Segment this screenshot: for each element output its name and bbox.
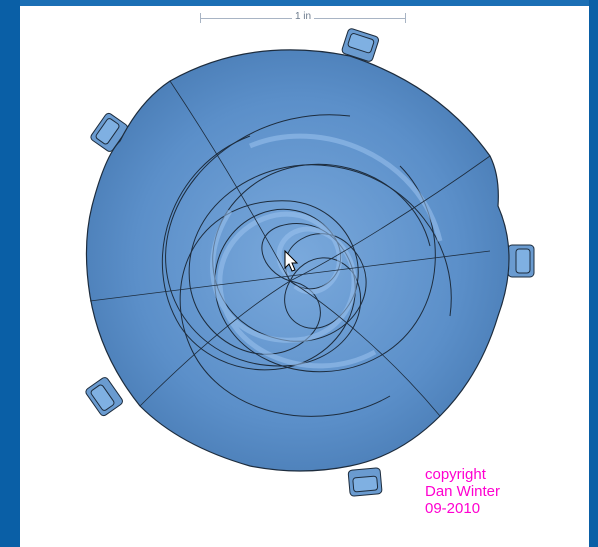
spiral-model-render[interactable] <box>20 6 589 547</box>
copyright-line-2: Dan Winter <box>425 483 501 500</box>
scale-bar: 1 in <box>200 11 406 23</box>
disc-tab-bottom-left <box>85 377 123 417</box>
cad-viewport[interactable]: 1 in <box>20 6 589 547</box>
spiral-highlights <box>210 133 443 369</box>
disc-tabs <box>85 28 535 497</box>
disc-tab-right <box>507 244 535 278</box>
radial-seams <box>89 80 491 417</box>
disc-body <box>85 49 510 472</box>
scale-bar-tick-left <box>200 13 201 23</box>
window-top-bar <box>0 0 598 6</box>
scale-bar-tick-right <box>405 13 406 23</box>
window-left-border <box>0 0 20 547</box>
scale-bar-label-wrap: 1 in <box>200 11 406 22</box>
copyright-line-3: 09-2010 <box>425 500 481 517</box>
disc-tab-top <box>341 28 380 62</box>
window-right-border <box>589 0 598 547</box>
copyright-notice: copyright Dan Winter 09-2010 <box>425 466 500 517</box>
disc-tab-bottom-right <box>347 467 383 497</box>
copyright-line-1: copyright <box>425 466 486 483</box>
arrow-cursor-icon <box>284 249 299 272</box>
scale-bar-label: 1 in <box>291 11 315 22</box>
